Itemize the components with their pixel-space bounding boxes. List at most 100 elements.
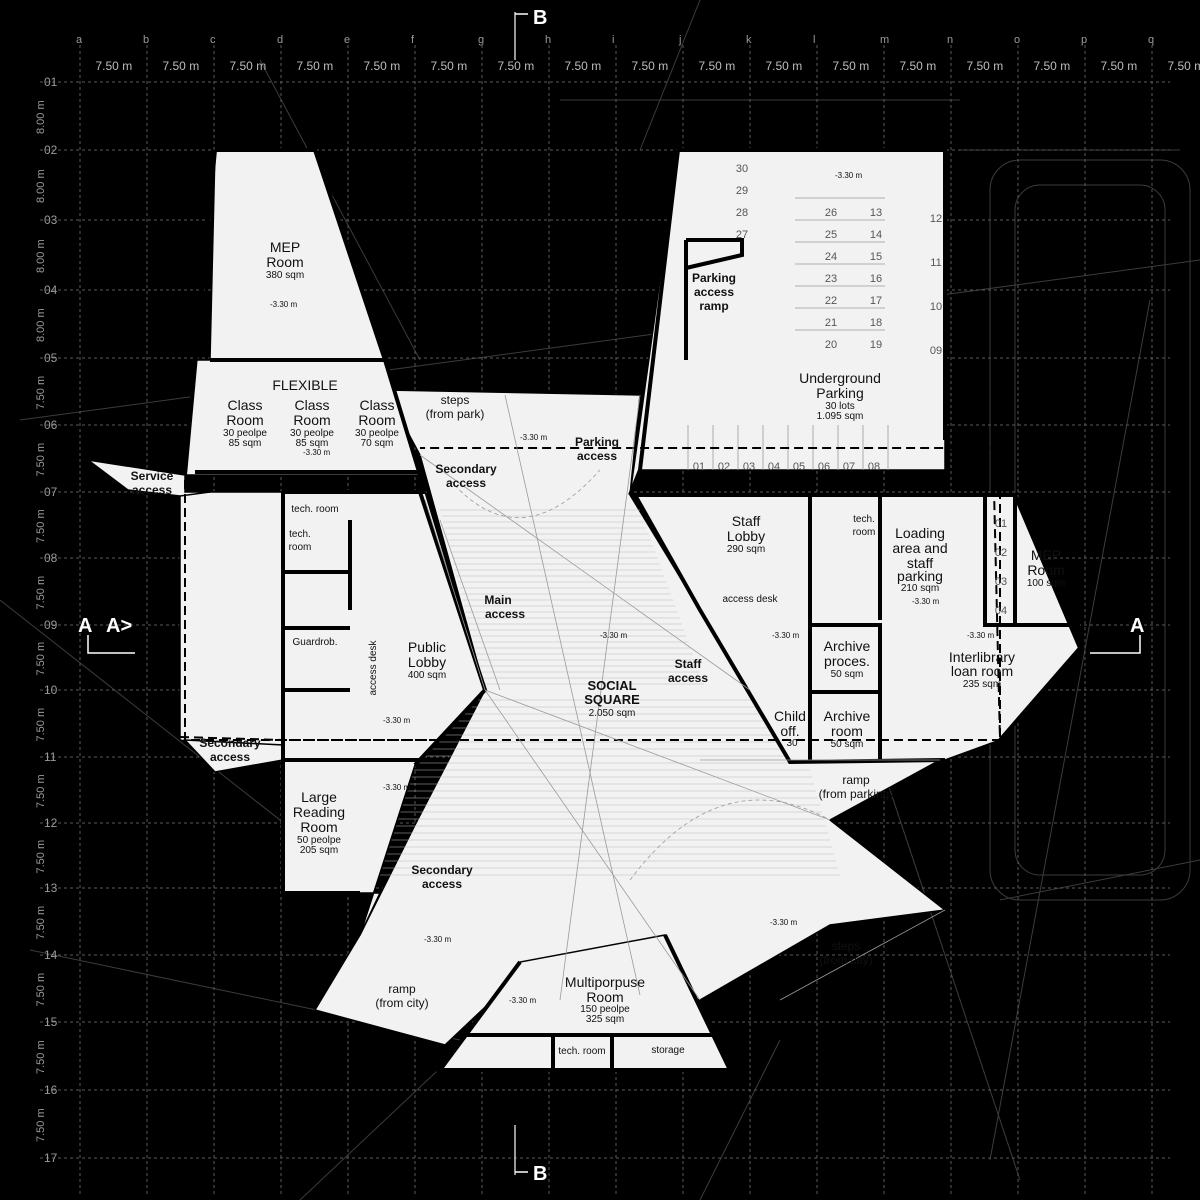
secondary-access-top-2: access	[446, 476, 486, 490]
parking-lot-number: 08	[868, 461, 880, 473]
class2-area: 85 sqm	[296, 438, 329, 449]
mep-left-name2: Room	[266, 254, 303, 270]
secondary-access-left-1: Secondary	[199, 736, 261, 750]
section-b-bottom: B	[533, 1163, 547, 1185]
grid-column-label: h	[545, 34, 551, 46]
parking-lot-number: 22	[825, 295, 837, 307]
large-reading-area: 205 sqm	[300, 845, 338, 856]
class3-area: 70 sqm	[361, 438, 394, 449]
level-9: -3.30 m	[383, 716, 410, 725]
grid-column-label: a	[76, 34, 83, 46]
parking-lot-number: 16	[870, 273, 882, 285]
parking-lot-number: 29	[736, 185, 748, 197]
grid-column-label: o	[1014, 34, 1020, 46]
grid-row-spacing: 7.50 m	[35, 906, 47, 940]
staff-access-desk: access desk	[722, 594, 778, 605]
grid-labels: abcdefghijklmnopqrs7.50 m7.50 m7.50 m7.5…	[35, 34, 1200, 1165]
section-markers: B B A A> A	[78, 7, 1144, 1185]
large-reading-1: Large	[301, 789, 337, 805]
secondary-access-left-2: access	[210, 750, 250, 764]
section-a-left: A	[78, 615, 92, 637]
grid-column-spacing: 7.50 m	[230, 59, 267, 73]
grid-column-spacing: 7.50 m	[632, 59, 669, 73]
grid-column-spacing: 7.50 m	[297, 59, 334, 73]
class1-name2: Room	[226, 412, 263, 428]
class2-name2: Room	[293, 412, 330, 428]
parking-lot-number: 13	[870, 207, 882, 219]
parking-lot-number: 20	[825, 339, 837, 351]
parking-lot-number: 25	[825, 229, 837, 241]
level-5: -3.30 m	[600, 631, 627, 640]
underground-parking-floor	[629, 149, 946, 496]
grid-column-spacing: 7.50 m	[833, 59, 870, 73]
section-a-right: A	[1130, 615, 1144, 637]
archive-proces-2: proces.	[824, 653, 870, 669]
child-off-1: Child	[774, 708, 806, 724]
parking-lot-number: 27	[736, 229, 748, 241]
loading-area: 210 sqm	[901, 583, 939, 594]
interlibrary-area: 235 sqm	[963, 679, 1001, 690]
grid-row-spacing: 8.00 m	[35, 169, 47, 203]
grid-column-spacing: 7.50 m	[900, 59, 937, 73]
section-b-top: B	[533, 7, 547, 29]
grid-row-spacing: 7.50 m	[35, 708, 47, 742]
parking-lot-number: 15	[870, 251, 882, 263]
parking-lot-number: 14	[870, 229, 882, 241]
parking-ramp-2: access	[694, 285, 734, 299]
grid-row-label: 17	[44, 1151, 58, 1165]
parking-lot-number: 28	[736, 207, 748, 219]
storage-label: storage	[651, 1045, 685, 1056]
tech-room-2a: tech.	[289, 529, 311, 540]
level-markers: -3.30 m -3.30 m -3.30 m -3.30 m -3.30 m …	[270, 171, 994, 1005]
mep-left-name1: MEP	[270, 239, 300, 255]
grid-column-spacing: 7.50 m	[1034, 59, 1071, 73]
level-8: -3.30 m	[967, 631, 994, 640]
grid-column-spacing: 7.50 m	[96, 59, 133, 73]
ramp-parking-1: ramp	[842, 773, 870, 787]
tech-room-1: tech. room	[291, 504, 338, 515]
walls	[183, 148, 1083, 1072]
grid-row-label: 03	[44, 213, 58, 227]
public-lobby-1: Public	[408, 639, 446, 655]
parking-name1: Underground	[799, 370, 881, 386]
parking-access-1: Parking	[575, 435, 619, 449]
steps-park-2: (from park)	[426, 407, 485, 421]
mep-left-area: 380 sqm	[266, 270, 304, 281]
grid-row-label: 15	[44, 1015, 58, 1029]
staff-lobby-area: 290 sqm	[727, 544, 765, 555]
parking-lot-number: 12	[930, 213, 942, 225]
multipurpose-cap: 150 peolpe	[580, 1004, 630, 1015]
grid-column-label: k	[746, 34, 752, 46]
class1-cap: 30 peolpe	[223, 428, 267, 439]
archive-proces-area: 50 sqm	[831, 669, 864, 680]
grid-row-label: 11	[44, 750, 57, 764]
multipurpose-1: Multiporpuse	[565, 974, 645, 990]
class3-cap: 30 peolpe	[355, 428, 399, 439]
grid-row-label: 16	[44, 1083, 58, 1097]
grid-row-label: 10	[44, 683, 58, 697]
parking-stalls	[687, 197, 889, 470]
ramp-city-2: (from city)	[375, 996, 428, 1010]
large-reading-3: Room	[300, 819, 337, 835]
grid-row-spacing: 7.50 m	[35, 973, 47, 1007]
grid-column-spacing: 7.50 m	[699, 59, 736, 73]
parking-lot-number: 01	[995, 518, 1007, 530]
grid-row-label: 01	[44, 75, 58, 89]
grid-column-label: e	[344, 34, 350, 46]
grid-column-spacing: 7.50 m	[498, 59, 535, 73]
main-access-2: access	[485, 607, 525, 621]
plaza-steps-hatch	[380, 509, 840, 876]
mep-right-area: 100 sqm	[1027, 578, 1065, 589]
grid-column-label: c	[210, 34, 216, 46]
social-square-1: SOCIAL	[587, 678, 636, 693]
parking-access-2: access	[577, 449, 617, 463]
grid-column-label: l	[813, 34, 815, 46]
level-11: -3.30 m	[424, 935, 451, 944]
parking-lot-number: 04	[995, 605, 1007, 617]
grid-row-label: 08	[44, 551, 58, 565]
parking-lot-number: 21	[825, 317, 837, 329]
grid-row-spacing: 8.00 m	[35, 100, 47, 134]
loading-4: parking	[897, 568, 943, 584]
grid-column-spacing: 7.50 m	[364, 59, 401, 73]
